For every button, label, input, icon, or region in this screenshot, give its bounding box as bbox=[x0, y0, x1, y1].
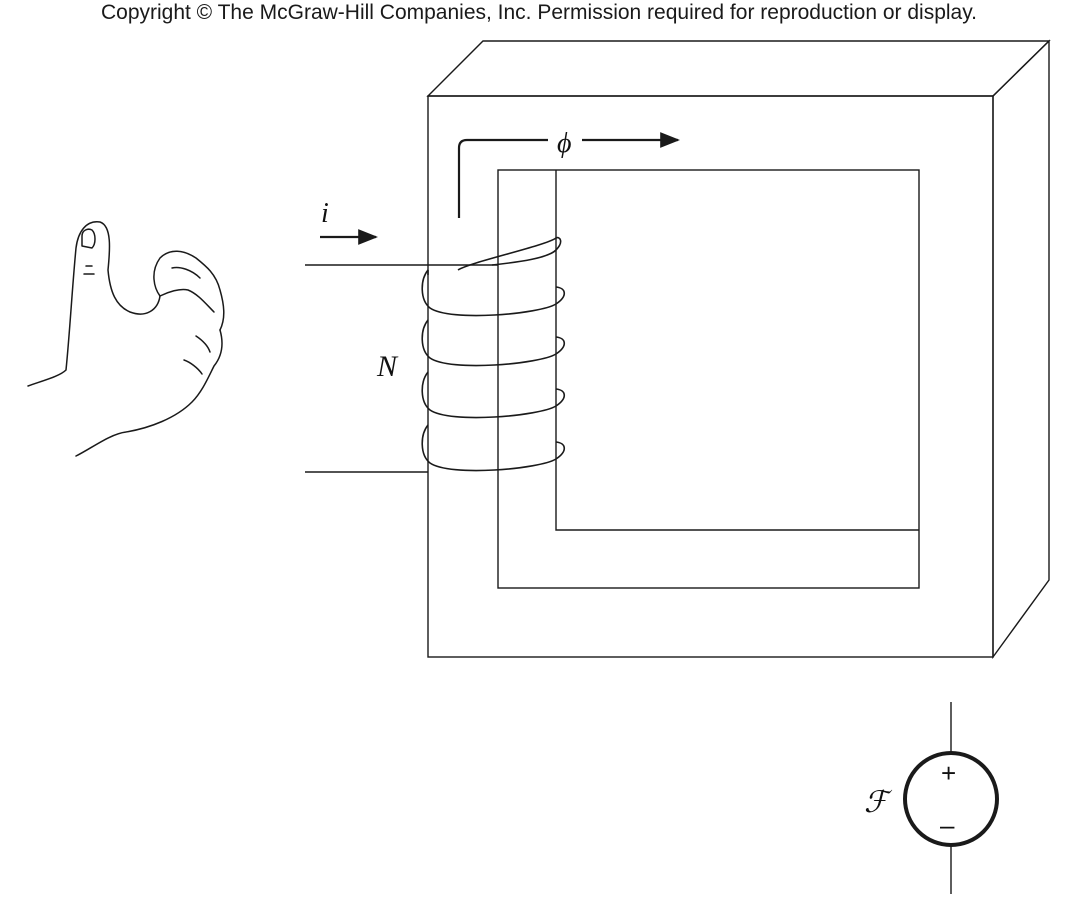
copyright-notice: Copyright © The McGraw-Hill Companies, I… bbox=[100, 1, 978, 24]
coil-leads bbox=[305, 264, 498, 473]
core-window-depth bbox=[555, 170, 919, 531]
coil-winding bbox=[421, 236, 566, 472]
right-hand-rule-icon bbox=[27, 221, 225, 457]
source-minus: – bbox=[940, 810, 955, 840]
coil-turn-1 bbox=[421, 269, 566, 317]
current-label: i bbox=[321, 198, 329, 229]
mmf-label: ℱ bbox=[864, 785, 893, 820]
mmf-source-icon bbox=[903, 702, 999, 894]
coil-turn-3 bbox=[421, 371, 566, 419]
core-front-face bbox=[427, 95, 994, 658]
turns-label: N bbox=[376, 350, 399, 383]
core-side-face bbox=[992, 39, 1050, 660]
coil-turn-4 bbox=[421, 424, 566, 472]
source-plus: + bbox=[941, 758, 956, 788]
magnetic-core bbox=[426, 39, 1051, 660]
flux-path-arrow bbox=[457, 132, 680, 218]
coil-turn-2 bbox=[421, 319, 566, 367]
core-window-outer bbox=[497, 169, 920, 589]
flux-label: ϕ bbox=[557, 128, 572, 159]
source-circle bbox=[903, 751, 999, 847]
core-top-face bbox=[426, 40, 1051, 97]
